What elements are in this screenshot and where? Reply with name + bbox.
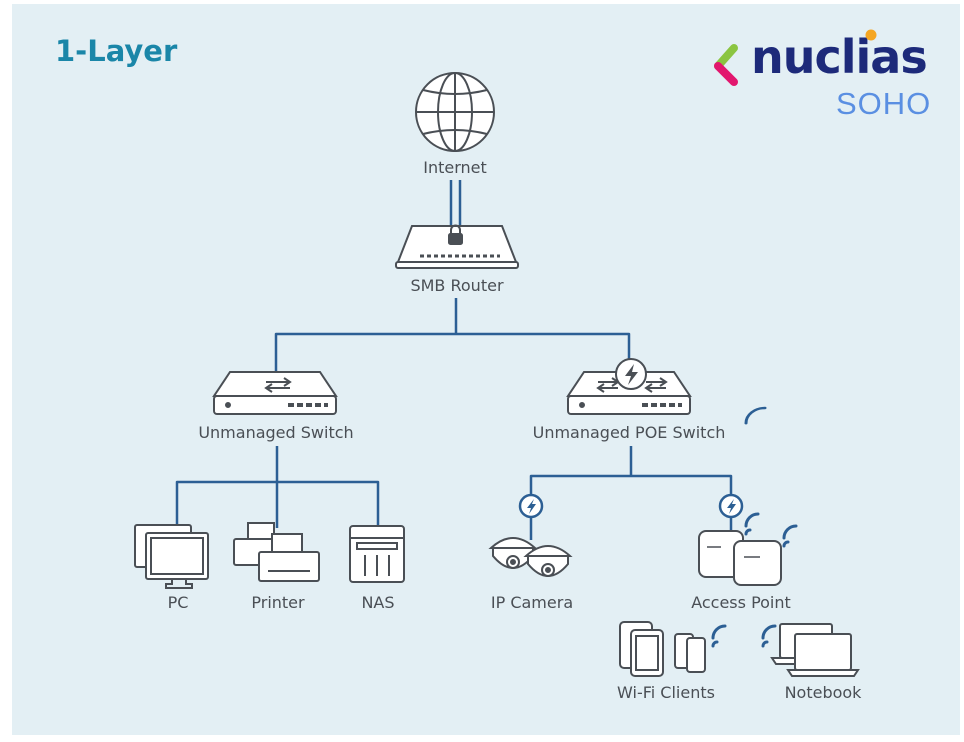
- diagram-title: 1-Layer: [55, 34, 178, 68]
- label-notebook: Notebook: [785, 683, 863, 702]
- label-pc: PC: [168, 593, 189, 612]
- logo-wordmark: nuclias: [751, 30, 928, 84]
- label-internet: Internet: [423, 158, 487, 177]
- label-wifi-clients: Wi-Fi Clients: [617, 683, 715, 702]
- poe-badge-icon: [718, 493, 744, 519]
- pc-icon: [134, 524, 209, 589]
- notebook-icon: [770, 623, 860, 677]
- wifi-signal-icon: [761, 624, 777, 648]
- wifi-signal-icon: [744, 406, 767, 536]
- label-access-point: Access Point: [691, 593, 791, 612]
- link-switch-devices: [175, 446, 380, 528]
- access-point-icon: [698, 530, 782, 586]
- link-router-switches: [274, 298, 631, 372]
- wifi-signal-icon: [711, 624, 727, 648]
- globe-icon: [415, 72, 495, 152]
- poe-switch-icon: [566, 358, 692, 415]
- link-poe-devices: [529, 446, 733, 540]
- logo-dot-icon: [865, 29, 877, 41]
- label-switch: Unmanaged Switch: [198, 423, 353, 442]
- poe-badge-icon: [518, 493, 544, 519]
- wifi-clients-icon: [619, 621, 706, 677]
- wifi-signal-icon: [782, 524, 798, 548]
- label-nas: NAS: [361, 593, 394, 612]
- nas-icon: [349, 525, 405, 583]
- label-poe-switch: Unmanaged POE Switch: [533, 423, 726, 442]
- router-icon: [395, 224, 519, 269]
- label-router: SMB Router: [410, 276, 503, 295]
- logo-subtitle: SOHO: [836, 86, 932, 121]
- switch-icon: [212, 371, 338, 415]
- ip-camera-icon: [488, 537, 573, 577]
- label-printer: Printer: [251, 593, 305, 612]
- label-ip-camera: IP Camera: [491, 593, 573, 612]
- logo-mark-icon: [714, 44, 738, 86]
- printer-icon: [233, 522, 320, 582]
